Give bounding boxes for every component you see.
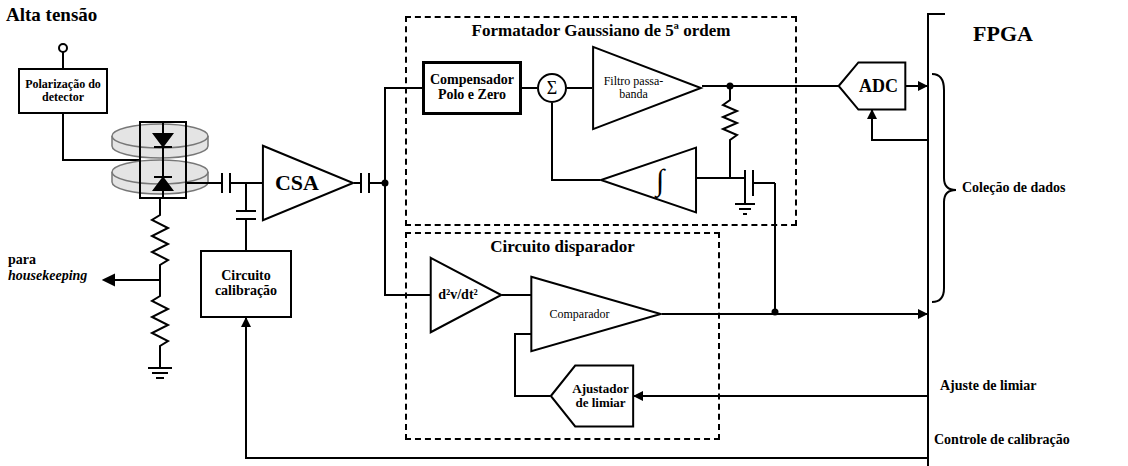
diode-symbol [154,122,172,198]
trigger-group: Circuito disparador d²v/dt² ComparadorAjus… [405,232,720,440]
node-text: Compensador Polo e Zero [429,73,515,102]
signal-label: housekeeping [8,268,87,284]
comparator-triangle: Comparador [530,276,662,352]
calibration-box: Circuito calibração [200,250,292,318]
bus-label: Coleção de dados [962,180,1065,196]
node-text: ∫ [656,164,664,196]
wire-connector [872,110,927,140]
node-text: Circuito disparador [407,237,718,257]
node-text: Polarização do detector [24,78,102,103]
wire-connector [522,87,537,89]
node-text: Σ [547,79,557,98]
resistor-divider [110,198,172,378]
node-text: d²v/dt² [438,288,478,303]
arrowhead [104,275,114,285]
node-text: Ajustador de limiar [570,382,631,409]
node-text: Filtro passa-banda [596,75,671,100]
filter-triangle: Filtro passa-banda [592,46,702,130]
node-text: ADC [859,77,898,96]
fpga-region: FPGA [927,14,1128,466]
wire-connector [502,294,532,296]
bus-label: Controle de calibração [934,432,1070,448]
wire-connector [354,88,422,183]
bias-box: Polarização do detector [18,68,108,114]
bus-label: Ajuste de limiar [940,378,1036,394]
wire-connector [246,318,927,458]
wire-connector [354,183,430,295]
node-text: FPGA [973,22,1033,45]
adc-block: ADC [838,62,906,110]
amplifier-triangle: CSA [262,145,354,221]
brace [932,74,956,302]
node-text: Circuito calibração [206,269,286,298]
node-text: Comparador [550,308,610,321]
wire-connector [702,85,838,87]
differentiator-triangle: d²v/dt² [430,257,502,333]
threshold-block: Ajustador de limiar [550,365,634,427]
node-text: CSA [275,171,319,194]
triL-outline [600,147,697,213]
wire-connector [662,313,927,315]
terminal [59,44,67,52]
summing-node: Σ [537,73,567,103]
wire-connector [634,395,927,397]
wire-connector [906,85,927,87]
node-text: Formatador Gaussiano de 5ª ordem [407,21,795,41]
shaper-group: Formatador Gaussiano de 5ª ordemCompensa… [405,16,797,226]
wire-connector [567,87,592,89]
integrator-triangle: ∫ [600,147,697,213]
signal-label: para [8,252,36,268]
compensator-box: Compensador Polo e Zero [422,61,522,115]
supply-label: Alta tensão [6,4,97,26]
